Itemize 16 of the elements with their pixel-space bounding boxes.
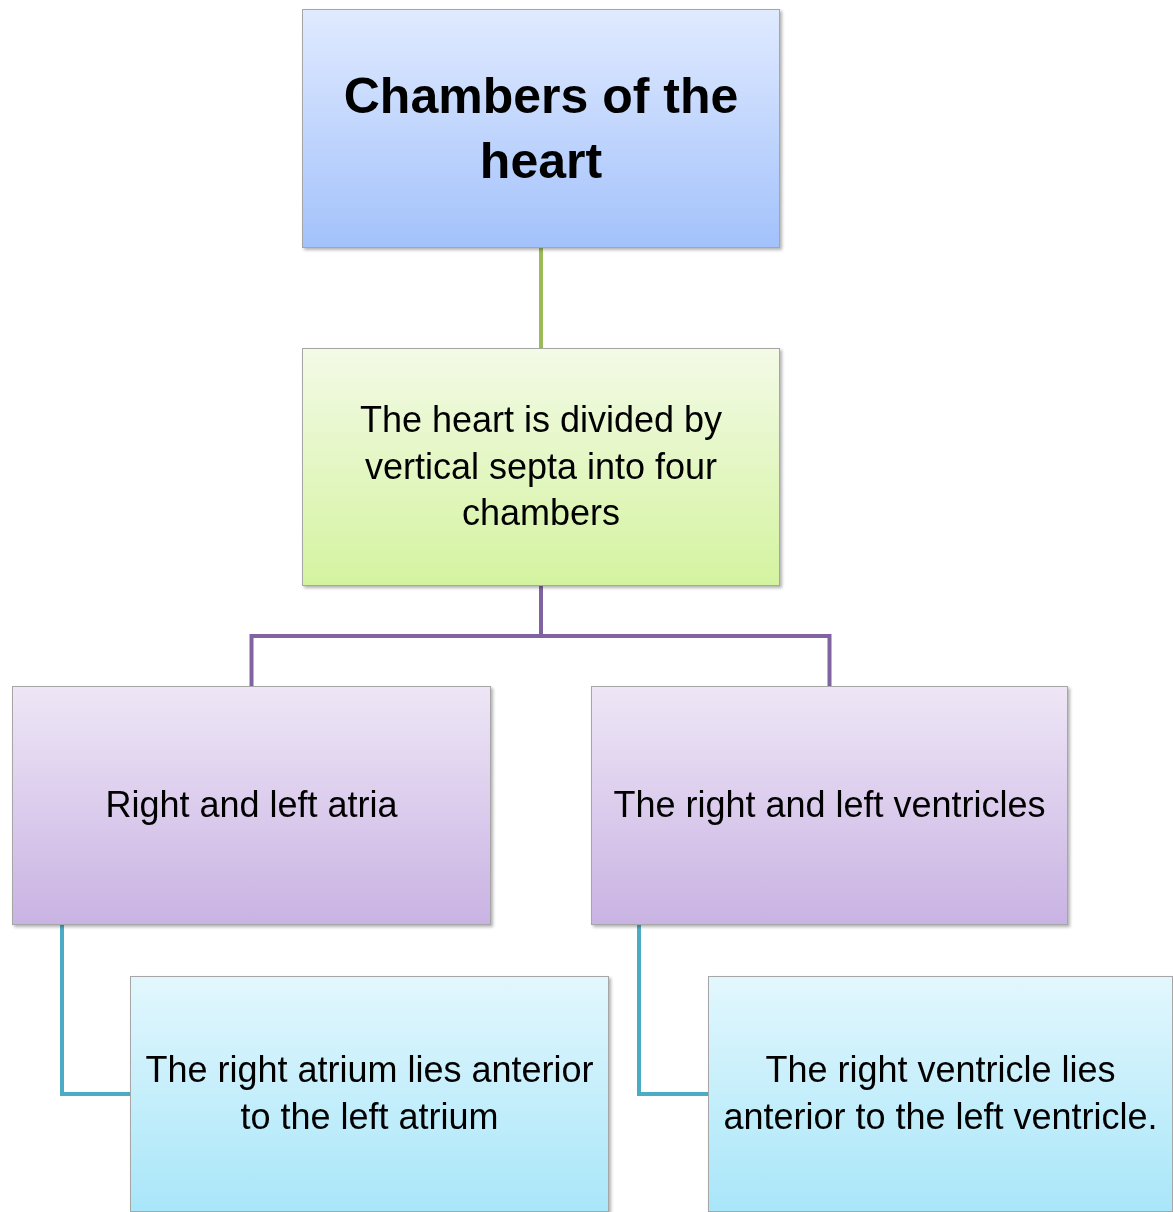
title-text: Chambers of the heart bbox=[342, 66, 740, 191]
process-box bbox=[302, 348, 780, 586]
box-text: The right ventricle lies anterior to the left ventricle. bbox=[722, 1048, 1159, 1139]
process-box bbox=[591, 686, 1068, 925]
title-box bbox=[302, 9, 780, 248]
box-text: Right and left atria bbox=[105, 783, 398, 828]
connector-line bbox=[60, 925, 130, 1096]
box-text: The heart is divided by vertical septa into four chambers bbox=[358, 397, 724, 536]
process-box bbox=[130, 976, 609, 1212]
process-box bbox=[708, 976, 1173, 1212]
connector-line bbox=[539, 586, 832, 686]
connector-line bbox=[637, 925, 708, 1096]
connector-line bbox=[539, 248, 543, 348]
box-text: The right atrium lies anterior to the left atrium bbox=[144, 1048, 595, 1139]
box-text: The right and left ventricles bbox=[613, 783, 1046, 828]
process-box bbox=[12, 686, 491, 925]
